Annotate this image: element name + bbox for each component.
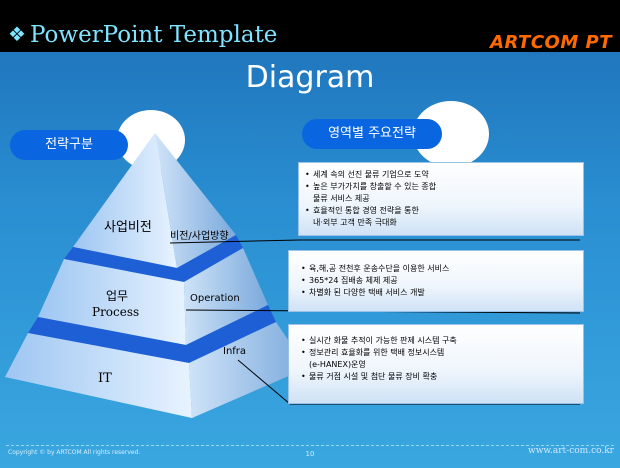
brand-logo: ARTCOM PT xyxy=(490,32,612,53)
footer-copyright: Copyright © by ARTCOM All rights reserve… xyxy=(8,449,141,456)
footer-divider xyxy=(6,445,614,446)
strategy-panel-vision: 세계 속의 선진 물류 기업으로 도약높은 부가가치를 창출할 수 있는 종합물… xyxy=(298,162,584,236)
pyramid-band-2 xyxy=(28,305,276,363)
pyramid-bottom-left-face xyxy=(5,333,192,418)
level-vision-label: 사업비전 xyxy=(104,220,152,235)
level-process-label-2: Process xyxy=(92,305,140,319)
strategy-list-item: 물류 서비스 제공 xyxy=(313,194,370,203)
strategy-list-item: 육,해,공 전천후 운송수단을 이용한 서비스 xyxy=(301,263,583,275)
strategy-list-item: 실시간 화물 추적이 가능한 판제 시스템 구축 xyxy=(301,335,583,347)
slide-title: Diagram xyxy=(245,60,375,95)
connector-line-3 xyxy=(237,359,291,405)
strategy-list-item: 물류 거점 시설 및 첨단 물류 장비 확충 xyxy=(301,371,583,383)
pyramid-mid-left-face xyxy=(38,259,186,345)
strategy-list-item: (e-HANEX)운영 xyxy=(309,360,366,369)
header-bar: ❖ PowerPoint Template ARTCOM PT xyxy=(0,0,620,53)
strategy-list-item: 차별화 된 다양한 택배 서비스 개발 xyxy=(301,287,583,299)
pyramid-bottom-right-face xyxy=(189,322,307,418)
pyramid-top-left-face xyxy=(73,133,177,268)
strategy-list-item: 정보관리 효율화를 위한 택배 정보시스템 xyxy=(301,347,583,359)
strategy-list-item: 365*24 집배송 체제 제공 xyxy=(301,275,583,287)
diamond-bullet-icon: ❖ xyxy=(8,22,26,46)
level-it-side-label: Infra xyxy=(223,346,247,357)
strategy-panel-infra: 실시간 화물 추적이 가능한 판제 시스템 구축정보관리 효율화를 위한 택배 … xyxy=(288,324,584,404)
connector-line-1 xyxy=(169,239,301,244)
page-number: 10 xyxy=(305,450,315,458)
pyramid-mid-right-face xyxy=(184,248,268,345)
level-vision-side-label: 비전/사업방향 xyxy=(170,231,229,242)
strategy-list-item: 효율적인 통합 경영 전략을 통한 xyxy=(305,205,583,217)
strategy-list-item: 내·외부 고객 만족 극대화 xyxy=(313,218,397,227)
template-title: PowerPoint Template xyxy=(30,22,278,48)
level-it-label: IT xyxy=(98,371,112,386)
footer-url: www.art-com.co.kr xyxy=(527,446,614,456)
area-strategy-pill: 영역별 주요전략 xyxy=(302,119,442,149)
level-process-side-label: Operation xyxy=(190,293,240,304)
strategy-category-pill: 전략구분 xyxy=(10,130,128,160)
strategy-list-item: 높은 부가가치를 창출할 수 있는 종합 xyxy=(305,181,583,193)
pyramid-band-1 xyxy=(64,235,243,282)
level-process-label-1: 업무 xyxy=(106,289,129,303)
strategy-panel-operation: 육,해,공 전천후 운송수단을 이용한 서비스365*24 집배송 체제 제공차… xyxy=(288,250,584,312)
strategy-list-item: 세계 속의 선진 물류 기업으로 도약 xyxy=(305,169,583,181)
pyramid-top-right-face xyxy=(155,133,236,268)
